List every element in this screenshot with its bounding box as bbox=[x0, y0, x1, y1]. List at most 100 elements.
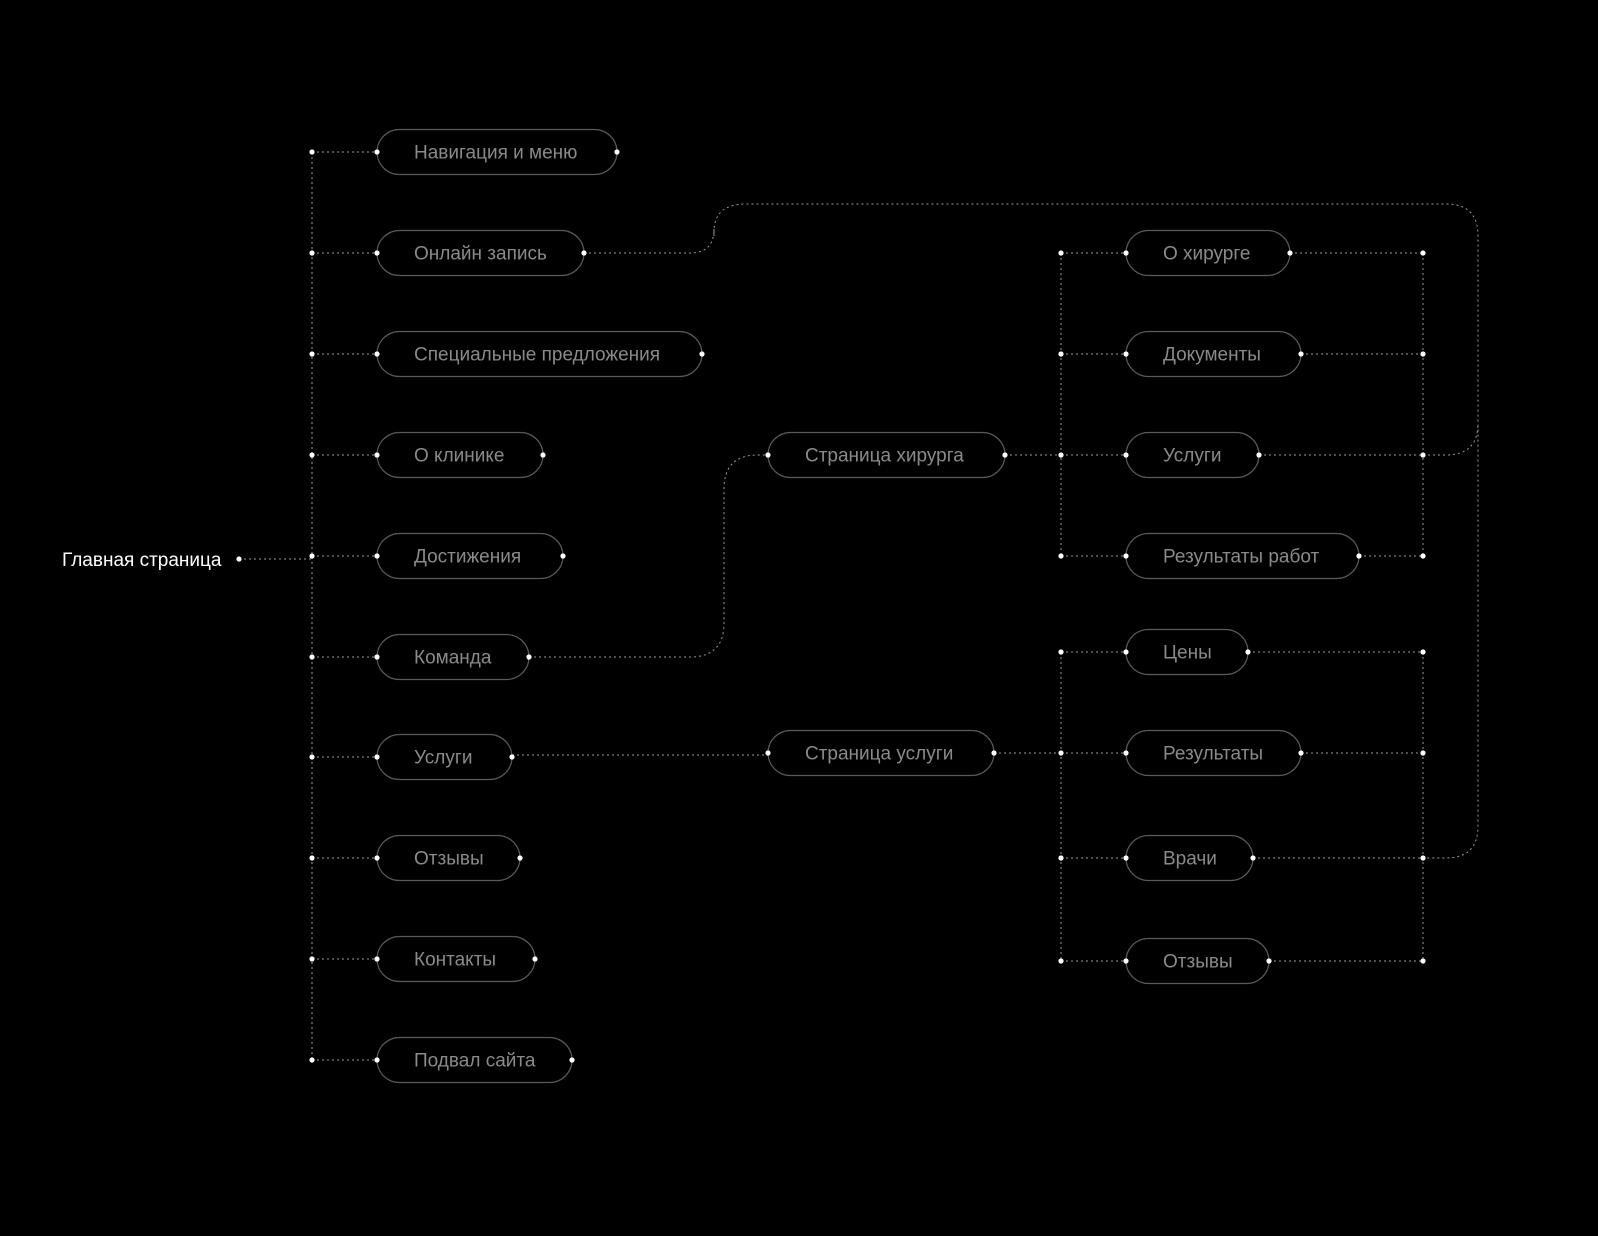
surgeon-page-node: Страница хирурга bbox=[767, 431, 1006, 479]
connector-dot bbox=[765, 750, 771, 756]
connector-dot bbox=[1420, 649, 1426, 655]
surgeon-section-documents: Документы bbox=[1125, 330, 1302, 378]
connector-dot bbox=[309, 1057, 315, 1063]
connector-dot bbox=[309, 149, 315, 155]
node-label: Врачи bbox=[1163, 849, 1217, 870]
connector-dot bbox=[1420, 958, 1426, 964]
team-to-surgeon-connector bbox=[529, 454, 768, 658]
connector-dot bbox=[1123, 958, 1129, 964]
connector-dot bbox=[1058, 553, 1064, 559]
connector-dot bbox=[1058, 250, 1064, 256]
connector-dot bbox=[1123, 855, 1129, 861]
home-section-footer: Подвал сайта bbox=[376, 1036, 573, 1084]
service-page-node: Страница услуги bbox=[767, 729, 995, 777]
connector-dot bbox=[1298, 351, 1304, 357]
connector-dot bbox=[374, 1057, 380, 1063]
connector-dot bbox=[309, 754, 315, 760]
connector-dot bbox=[1123, 351, 1129, 357]
connector-dot bbox=[1058, 649, 1064, 655]
connector-dot bbox=[1420, 750, 1426, 756]
connector-dot bbox=[1420, 553, 1426, 559]
home-section-contacts: Контакты bbox=[376, 935, 536, 983]
service-section-doctors: Врачи bbox=[1125, 834, 1254, 882]
surgeon-section-about: О хирурге bbox=[1125, 229, 1291, 277]
connector-dot bbox=[569, 1057, 575, 1063]
connector-dot bbox=[309, 553, 315, 559]
node-label: Специальные предложения bbox=[414, 345, 660, 366]
home-section-online-booking: Онлайн запись bbox=[376, 229, 585, 277]
connector-dot bbox=[1123, 649, 1129, 655]
connector-dot bbox=[309, 452, 315, 458]
connector-dot bbox=[1420, 250, 1426, 256]
home-section-navigation: Навигация и меню bbox=[376, 128, 618, 176]
node-label: Цены bbox=[1163, 643, 1212, 664]
node-label: Отзывы bbox=[414, 849, 484, 870]
booking-loop-connector bbox=[584, 203, 1479, 859]
connector-dot bbox=[517, 855, 523, 861]
connector-dot bbox=[309, 250, 315, 256]
connector-dot bbox=[309, 956, 315, 962]
connector-dot bbox=[581, 250, 587, 256]
node-label: Онлайн запись bbox=[414, 244, 547, 265]
connector-dot bbox=[1123, 553, 1129, 559]
connector-dot bbox=[560, 553, 566, 559]
connector-dot bbox=[1420, 351, 1426, 357]
home-section-services: Услуги bbox=[376, 733, 513, 781]
node-label: Результаты работ bbox=[1163, 547, 1320, 568]
node-label: Страница услуги bbox=[805, 744, 953, 765]
connector-dot bbox=[374, 351, 380, 357]
service-section-results: Результаты bbox=[1125, 729, 1302, 777]
connector-lines bbox=[239, 151, 1479, 1061]
root-node-label: Главная страница bbox=[62, 550, 222, 571]
service-section-reviews: Отзывы bbox=[1125, 937, 1270, 985]
node-label: Результаты bbox=[1163, 744, 1263, 765]
connector-dot bbox=[509, 754, 515, 760]
surgeon-services-loop-connector bbox=[1423, 422, 1479, 456]
home-section-team: Команда bbox=[376, 633, 530, 681]
connector-dot bbox=[309, 654, 315, 660]
connector-dot bbox=[1245, 649, 1251, 655]
connector-dot bbox=[374, 250, 380, 256]
connector-dot bbox=[699, 351, 705, 357]
surgeon-section-results: Результаты работ bbox=[1125, 532, 1360, 580]
connector-dot bbox=[765, 452, 771, 458]
connector-dot bbox=[1356, 553, 1362, 559]
connector-dot bbox=[526, 654, 532, 660]
connector-dot bbox=[991, 750, 997, 756]
node-label: О хирурге bbox=[1163, 244, 1250, 265]
surgeon-section-services: Услуги bbox=[1125, 431, 1260, 479]
connector-dot bbox=[1420, 855, 1426, 861]
connector-dot bbox=[1123, 250, 1129, 256]
connector-dot bbox=[1058, 855, 1064, 861]
connector-dot bbox=[540, 452, 546, 458]
connector-dot bbox=[309, 855, 315, 861]
home-section-about-clinic: О клинике bbox=[376, 431, 544, 479]
connector-dot bbox=[1420, 452, 1426, 458]
node-label: Отзывы bbox=[1163, 952, 1233, 973]
connector-dot bbox=[374, 754, 380, 760]
connector-dot bbox=[374, 149, 380, 155]
connector-dot bbox=[1058, 958, 1064, 964]
connector-dots bbox=[236, 149, 1426, 1063]
connector-dot bbox=[1250, 855, 1256, 861]
connector-dot bbox=[1123, 452, 1129, 458]
node-label: Подвал сайта bbox=[414, 1051, 536, 1072]
node-label: Страница хирурга bbox=[805, 446, 964, 467]
connector-dot bbox=[1256, 452, 1262, 458]
home-section-special-offers: Специальные предложения bbox=[376, 330, 703, 378]
connector-dot bbox=[374, 956, 380, 962]
node-label: Контакты bbox=[414, 950, 496, 971]
home-section-achievements: Достижения bbox=[376, 532, 564, 580]
node-label: Навигация и меню bbox=[414, 143, 577, 164]
node-label: Достижения bbox=[414, 547, 521, 568]
node-label: Команда bbox=[414, 648, 492, 669]
connector-dot bbox=[374, 452, 380, 458]
node-label: О клинике bbox=[414, 446, 504, 467]
service-section-prices: Цены bbox=[1125, 628, 1249, 676]
connector-dot bbox=[1298, 750, 1304, 756]
connector-dot bbox=[374, 553, 380, 559]
connector-dot bbox=[1058, 351, 1064, 357]
connector-dot bbox=[309, 351, 315, 357]
